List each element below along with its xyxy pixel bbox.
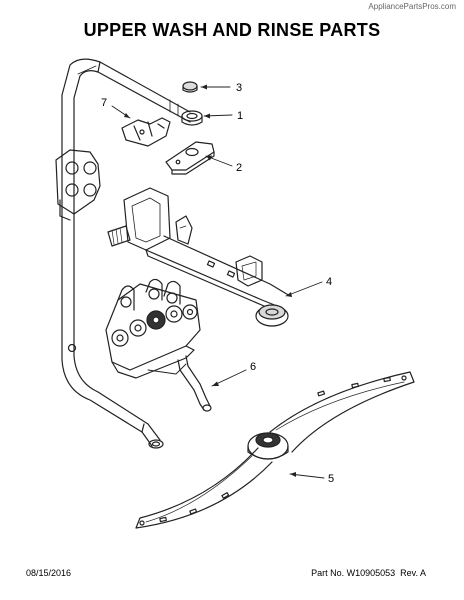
callout-5: 5 (328, 473, 334, 485)
supply-tube (61, 58, 191, 449)
callout-2: 2 (236, 162, 242, 174)
manifold-part-2 (165, 141, 215, 175)
leader-arrowheads (124, 84, 296, 477)
callout-1: 1 (237, 110, 243, 122)
nozzle-manifold-part-6 (105, 278, 212, 412)
watermark: AppliancePartsPros.com (368, 2, 456, 11)
cap-part-3 (182, 81, 198, 93)
callout-6: 6 (250, 361, 256, 373)
footer-part-info: Part No. W10905053 Rev. A (311, 568, 426, 578)
tube-clip-cluster (55, 149, 101, 221)
spray-arm-part-5 (135, 371, 415, 529)
callout-7: 7 (101, 97, 107, 109)
callout-4: 4 (326, 276, 332, 288)
manifold-conduit-part-4 (107, 187, 291, 327)
callout-3: 3 (236, 82, 242, 94)
leader-lines (111, 86, 325, 479)
page-title: UPPER WASH AND RINSE PARTS (83, 20, 381, 40)
bracket-part-7 (121, 117, 171, 147)
nut-part-1 (181, 110, 203, 126)
footer-date: 08/15/2016 (26, 568, 72, 578)
